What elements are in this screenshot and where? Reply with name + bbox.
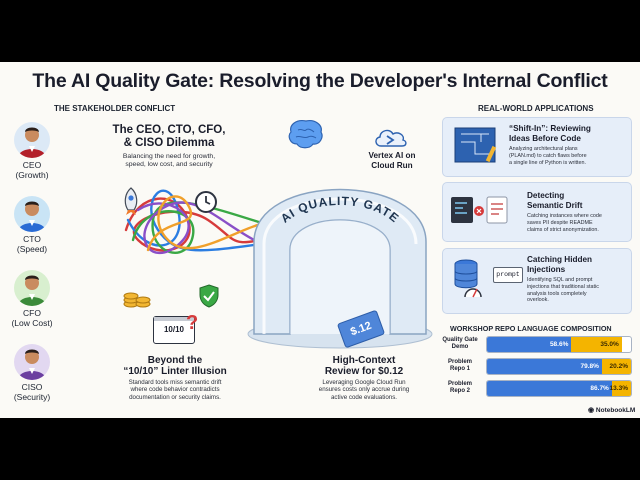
- chart-title: WORKSHOP REPO LANGUAGE COMPOSITION: [450, 324, 612, 333]
- chart-bar-segment: 20.2%: [601, 359, 631, 374]
- chart-bar-segment: 86.7%: [487, 381, 612, 396]
- code-vs-doc-icon: [451, 196, 508, 224]
- review-description: Leveraging Google Cloud Run ensures cost…: [318, 379, 410, 401]
- section-applications-title: REAL-WORLD APPLICATIONS: [478, 104, 594, 113]
- prompt-chip: prompt: [493, 267, 523, 283]
- rocket-icon: [124, 187, 138, 215]
- chart-data-label: 58.6%: [549, 341, 569, 348]
- stakeholder-label-cfo: CFO(Low Cost): [11, 308, 53, 328]
- notebooklm-logo-icon: ◉: [588, 407, 595, 414]
- chart-bar-row: 86.7%13.3%: [486, 380, 632, 397]
- watermark: ◉ NotebookLM: [588, 407, 636, 414]
- chart-bar-segment: 13.3%: [609, 381, 631, 396]
- gate-arch-label: AI QUALITY GATE: [278, 194, 401, 226]
- linter-description: Standard tools miss semantic drift where…: [128, 379, 222, 401]
- chart-bar-segment: 35.0%: [571, 337, 622, 352]
- page-title: The AI Quality Gate: Resolving the Devel…: [32, 70, 608, 92]
- svg-text:AI QUALITY GATE: AI QUALITY GATE: [278, 194, 402, 226]
- chart-data-label: 13.3%: [609, 385, 628, 392]
- stakeholder-label-ceo: CEO(Growth): [15, 160, 49, 180]
- coins-icon: [123, 292, 151, 308]
- gate-label-layer: AI QUALITY GATE: [278, 194, 402, 226]
- chart-data-label: 86.7%: [590, 385, 609, 392]
- vertex-ai-label: Vertex AI on Cloud Run: [368, 151, 416, 170]
- chart-data-label: 35.0%: [600, 341, 619, 348]
- blueprint-icon: [454, 127, 497, 163]
- dilemma-title: The CEO, CTO, CFO, & CISO Dilemma: [112, 124, 226, 149]
- clock-icon: [195, 191, 217, 213]
- chart-data-label: 79.8%: [580, 363, 599, 370]
- cloud-icon: [375, 129, 407, 147]
- stakeholder-label-ciso: CISO(Security): [13, 382, 51, 402]
- application-card-shift-in: “Shift-In”: Reviewing Ideas Before Code …: [442, 117, 632, 177]
- avatar-ceo: [14, 122, 50, 158]
- linter-laptop: 10/10: [153, 316, 195, 344]
- avatar-cfo: [14, 270, 50, 306]
- question-mark-icon: ?: [186, 312, 199, 334]
- chart-bar-segment: 58.6%: [487, 337, 572, 352]
- application-card-semantic-drift: Detecting Semantic Drift Catching instan…: [442, 182, 632, 242]
- chart-bar-segment: 79.8%: [487, 359, 602, 374]
- infographic-page: The AI Quality Gate: Resolving the Devel…: [0, 62, 640, 418]
- avatar-ciso: [14, 344, 50, 380]
- dilemma-description: Balancing the need for growth, speed, lo…: [122, 153, 216, 168]
- chart-bar-row: 58.6% 35.0%: [486, 336, 632, 353]
- review-title: High-Context Review for $0.12: [324, 355, 404, 377]
- chart-data-label: 20.2%: [609, 363, 628, 370]
- gauge-icon: [464, 288, 482, 298]
- chart-bar-row: 79.8% 20.2%: [486, 358, 632, 375]
- stakeholder-label-cto: CTO(Speed): [16, 234, 48, 254]
- brain-icon: [288, 120, 323, 149]
- application-card-hidden-injections: prompt Catching Hidden Injections Identi…: [442, 248, 632, 314]
- linter-score: 10/10: [163, 325, 185, 334]
- section-stakeholder-title: THE STAKEHOLDER CONFLICT: [54, 104, 176, 113]
- avatar-cto: [14, 196, 50, 232]
- linter-title: Beyond the “10/10” Linter Illusion: [123, 355, 227, 377]
- shield-icon: [199, 284, 219, 308]
- database-icon: [454, 259, 478, 289]
